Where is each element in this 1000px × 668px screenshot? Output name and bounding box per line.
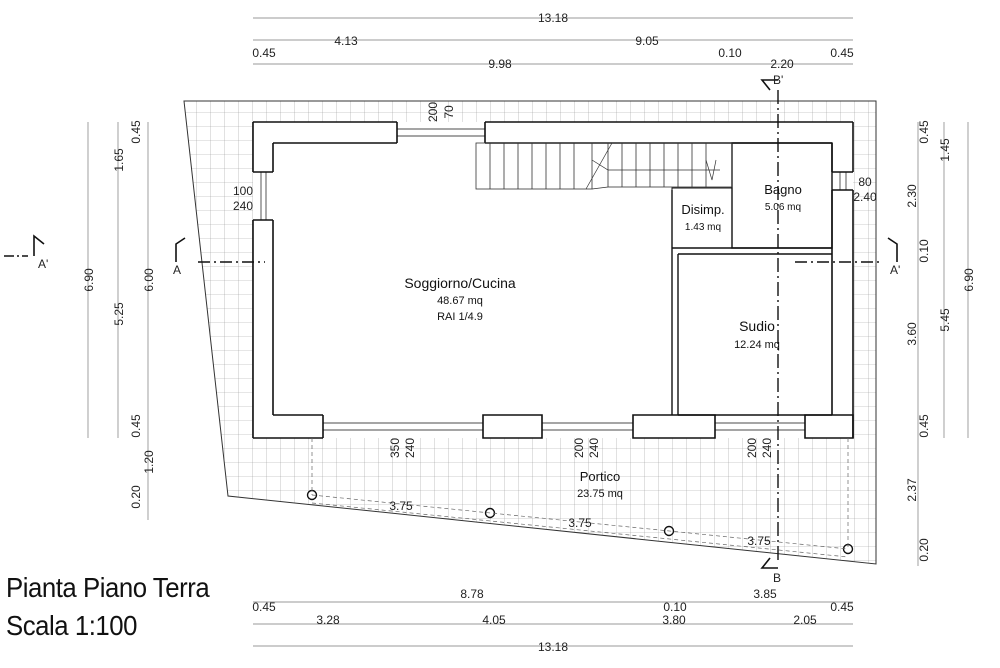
dim-portico-span: 3.75 bbox=[747, 534, 771, 548]
opening-labels: 200 70 100 240 80 2.40 350 240 200 240 2… bbox=[233, 102, 877, 458]
section-label-a-prime: A' bbox=[890, 263, 900, 277]
dim-bottom: 8.78 bbox=[460, 587, 484, 601]
dim-right: 1.45 bbox=[938, 138, 952, 162]
dim-left: 1.20 bbox=[142, 450, 156, 474]
top-dimensions: 13.18 0.45 4.13 9.05 0.10 2.20 0.45 9.98 bbox=[252, 11, 854, 71]
opening-width: 350 bbox=[388, 438, 402, 458]
building-footprint bbox=[253, 122, 853, 438]
dim-right: 6.90 bbox=[962, 268, 976, 292]
drawing-scale: Scala 1:100 bbox=[6, 610, 137, 641]
opening-height: 240 bbox=[233, 199, 253, 213]
bottom-dimensions: 0.45 8.78 0.10 3.85 0.45 3.28 4.05 3.80 … bbox=[252, 587, 854, 654]
dim-bottom: 0.10 bbox=[663, 600, 687, 614]
dim-top: 9.98 bbox=[488, 57, 512, 71]
dim-top: 0.45 bbox=[252, 46, 276, 60]
opening-width: 80 bbox=[858, 175, 872, 189]
opening-height: 240 bbox=[587, 438, 601, 458]
room-name-studio: Sudio bbox=[739, 318, 775, 334]
room-area-portico: 23.75 mq bbox=[577, 488, 623, 500]
dim-top-total: 13.18 bbox=[538, 11, 568, 25]
room-name-portico: Portico bbox=[580, 469, 620, 484]
dim-right: 0.45 bbox=[917, 414, 931, 438]
dim-left: 6.90 bbox=[82, 268, 96, 292]
dim-right: 5.45 bbox=[938, 308, 952, 332]
right-dimensions: 0.45 2.30 0.10 3.60 0.45 2.37 0.20 1.45 … bbox=[905, 120, 976, 562]
dim-right: 0.20 bbox=[917, 538, 931, 562]
section-label-a: A bbox=[173, 263, 181, 277]
dim-left: 0.45 bbox=[129, 120, 143, 144]
portico-span-dimensions: 3.75 3.75 3.75 bbox=[389, 499, 771, 548]
dim-bottom: 3.85 bbox=[753, 587, 777, 601]
staircase bbox=[475, 142, 733, 190]
dim-bottom: 0.45 bbox=[830, 600, 854, 614]
opening-width: 200 bbox=[745, 438, 759, 458]
dim-bottom: 3.28 bbox=[316, 613, 340, 627]
dim-left: 5.25 bbox=[112, 302, 126, 326]
dim-right: 2.30 bbox=[905, 184, 919, 208]
section-label-a-prime: A' bbox=[38, 257, 48, 271]
opening-width: 200 bbox=[572, 438, 586, 458]
dim-left: 6.00 bbox=[142, 268, 156, 292]
dim-right: 0.45 bbox=[917, 120, 931, 144]
room-name-soggiorno: Soggiorno/Cucina bbox=[404, 275, 516, 291]
room-area-disimpegno: 1.43 mq bbox=[685, 222, 721, 233]
dim-right: 2.37 bbox=[905, 478, 919, 502]
section-lines bbox=[4, 79, 898, 569]
dim-top: 0.45 bbox=[830, 46, 854, 60]
dim-left: 0.20 bbox=[129, 485, 143, 509]
dim-top: 4.13 bbox=[334, 34, 358, 48]
dim-bottom: 0.45 bbox=[252, 600, 276, 614]
room-name-disimpegno: Disimp. bbox=[681, 202, 724, 217]
opening-width: 100 bbox=[233, 184, 253, 198]
dimension-lines bbox=[87, 17, 969, 647]
opening-width: 200 bbox=[426, 102, 440, 122]
interior-walls bbox=[671, 142, 833, 416]
dim-portico-span: 3.75 bbox=[389, 499, 413, 513]
room-area-soggiorno: 48.67 mq bbox=[437, 295, 483, 307]
section-label-b: B bbox=[773, 571, 781, 585]
opening-height: 70 bbox=[442, 105, 456, 119]
dim-bottom-total: 13.18 bbox=[538, 640, 568, 654]
dim-top: 9.05 bbox=[635, 34, 659, 48]
dim-right: 0.10 bbox=[917, 239, 931, 263]
dim-bottom: 4.05 bbox=[482, 613, 506, 627]
dim-right: 3.60 bbox=[905, 322, 919, 346]
portico-beam-lines bbox=[311, 438, 849, 558]
dim-top: 0.10 bbox=[718, 46, 742, 60]
room-area-studio: 12.24 mq bbox=[734, 339, 780, 351]
drawing-title: Pianta Piano Terra bbox=[6, 572, 210, 603]
room-area-bagno: 5.06 mq bbox=[765, 202, 801, 213]
section-label-b-prime: B' bbox=[773, 73, 783, 87]
opening-height: 2.40 bbox=[853, 190, 877, 204]
dim-top: 2.20 bbox=[770, 57, 794, 71]
opening-height: 240 bbox=[760, 438, 774, 458]
room-labels: Soggiorno/Cucina 48.67 mq RAI 1/4.9 Disi… bbox=[404, 182, 801, 500]
dim-portico-span: 3.75 bbox=[568, 516, 592, 530]
dim-left: 1.65 bbox=[112, 148, 126, 172]
dim-bottom: 3.80 bbox=[662, 613, 686, 627]
dim-bottom: 2.05 bbox=[793, 613, 817, 627]
opening-height: 240 bbox=[403, 438, 417, 458]
room-rai-soggiorno: RAI 1/4.9 bbox=[437, 311, 483, 323]
left-dimensions: 6.90 1.65 5.25 1.20 0.45 6.00 0.45 0.20 bbox=[82, 120, 156, 509]
room-name-bagno: Bagno bbox=[764, 182, 802, 197]
section-markers: A A' A' B' B bbox=[38, 73, 900, 585]
dim-left: 0.45 bbox=[129, 414, 143, 438]
